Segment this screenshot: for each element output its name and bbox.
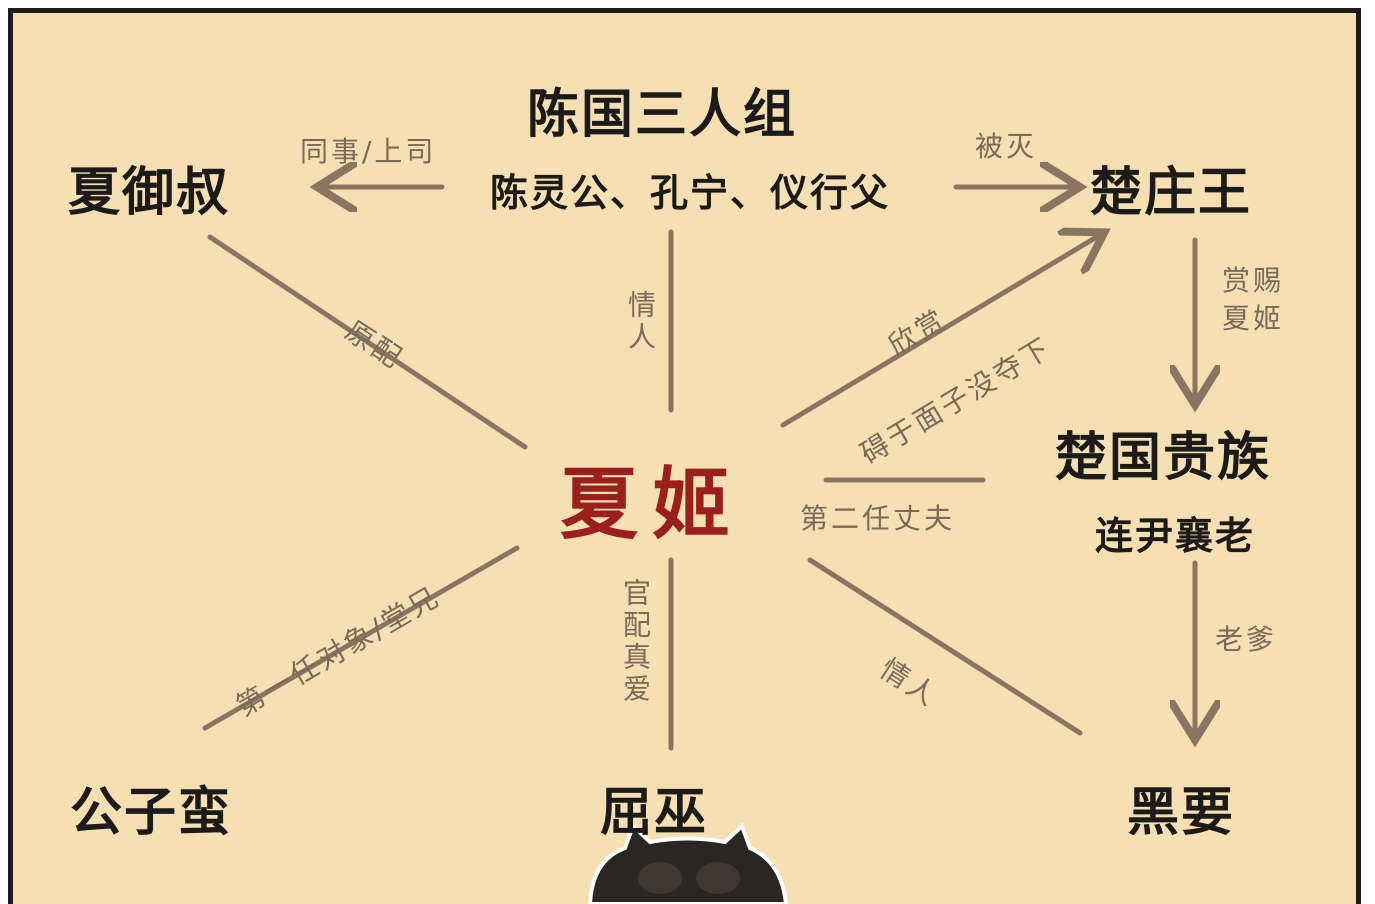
label-old-dad: 老爹 — [1215, 623, 1278, 656]
node-gongzi-man: 公子蛮 — [70, 783, 233, 843]
edge-heiyao-xiaji — [807, 557, 1083, 736]
label-official-true-love: 官配真爱 — [619, 578, 652, 706]
node-lianyin-xianglao: 连尹襄老 — [1095, 514, 1256, 558]
node-qu-wu: 屈巫 — [600, 783, 709, 843]
edge-xiaji-to-chuzhuangwang — [780, 235, 1100, 428]
label-colleague-boss: 同事/上司 — [300, 135, 437, 168]
diagram-panel — [8, 8, 1361, 904]
edge-xiayushu-xiaji — [207, 234, 528, 450]
label-bestow-xiaji: 赏赐夏姬 — [1222, 264, 1285, 335]
cat-character-illustration — [587, 822, 789, 904]
node-chen-trio-title: 陈国三人组 — [527, 85, 798, 145]
label-second-husband: 第二任丈夫 — [800, 502, 956, 535]
label-destroyed: 被灭 — [975, 130, 1038, 163]
label-lover-top: 情人 — [624, 290, 657, 354]
node-xia-yushu: 夏御叔 — [68, 163, 231, 223]
node-chen-trio-members: 陈灵公、孔宁、仪行父 — [490, 171, 891, 215]
node-chu-zhuangwang: 楚庄王 — [1090, 163, 1253, 223]
node-hei-yao: 黑要 — [1127, 783, 1236, 843]
node-chu-nobles: 楚国贵族 — [1055, 428, 1272, 488]
edge-gongziman-xiaji — [202, 545, 520, 731]
node-xia-ji: 夏姬 — [560, 459, 745, 550]
